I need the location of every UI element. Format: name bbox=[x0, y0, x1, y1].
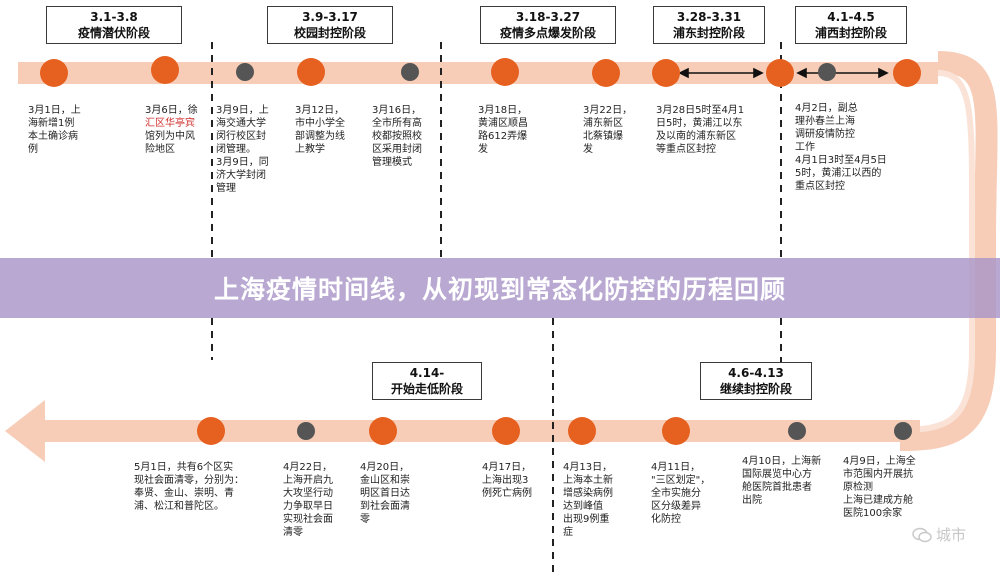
event-note: 3月18日，黄浦区顺昌路612弄爆发 bbox=[478, 105, 528, 155]
right-curve bbox=[899, 51, 998, 451]
lower-dots bbox=[197, 417, 912, 445]
timeline-dot bbox=[297, 58, 325, 86]
phase-date: 4.6-4.13 bbox=[728, 366, 784, 380]
event-note: 3月6日，徐汇区华亭宾馆列为中风险地区 bbox=[145, 105, 198, 155]
wechat-icon bbox=[912, 527, 932, 542]
phase-date: 3.28-3.31 bbox=[676, 10, 742, 24]
upper-dots bbox=[40, 56, 921, 87]
phase-box-outbreak: 3.18-3.27 疫情多点爆发阶段 bbox=[480, 6, 616, 44]
event-note: 3月22日，浦东新区北蔡镇爆发 bbox=[583, 105, 633, 155]
period-arrows bbox=[678, 67, 889, 79]
event-note: 4月9日，上海全市范围内开展抗原检测上海已建成方舱医院100余家 bbox=[843, 456, 916, 519]
event-note: 5月1日，共有6个区实现社会面清零，分别为：奉贤、金山、崇明、青浦、松江和普陀区… bbox=[134, 462, 244, 512]
event-note: 3月9日，上海交通大学闵行校区封闭管理。3月9日，同济大学封闭管理 bbox=[216, 105, 269, 194]
phase-name: 校园封控阶段 bbox=[293, 26, 366, 40]
phase-name: 浦东封控阶段 bbox=[672, 26, 745, 40]
phase-name: 浦西封控阶段 bbox=[814, 26, 887, 40]
timeline-arrowhead bbox=[5, 400, 45, 462]
watermark-text: 城市 bbox=[935, 526, 966, 544]
phase-name: 疫情多点爆发阶段 bbox=[499, 26, 596, 40]
watermark: 城市 bbox=[912, 524, 966, 545]
event-note: 4月10日，上海新国际展览中心方舱医院首批患者出院 bbox=[742, 456, 822, 506]
phase-box-pudong: 3.28-3.31 浦东封控阶段 bbox=[653, 6, 765, 44]
event-note: 4月13日，上海本土新增感染病例达到峰值出现9例重症 bbox=[563, 462, 613, 538]
event-note: 3月16日，全市所有高校都按照校区采用封闭管理模式 bbox=[372, 105, 422, 168]
timeline-dot bbox=[40, 59, 68, 87]
phase-separators bbox=[211, 42, 782, 575]
timeline-dot bbox=[818, 63, 836, 81]
timeline-dot bbox=[401, 63, 419, 81]
event-note: 3月1日，上海新增1例本土确诊病例 bbox=[28, 105, 81, 155]
phase-date: 4.14- bbox=[409, 366, 445, 380]
phase-date: 3.9-3.17 bbox=[302, 10, 358, 24]
phase-box-puxi: 4.1-4.5 浦西封控阶段 bbox=[795, 6, 907, 44]
timeline-dot bbox=[197, 417, 225, 445]
phase-name: 开始走低阶段 bbox=[390, 382, 463, 396]
timeline-dot bbox=[662, 417, 690, 445]
timeline-dot bbox=[151, 56, 179, 84]
timeline-dot bbox=[893, 59, 921, 87]
phase-box-decline: 4.14- 开始走低阶段 bbox=[372, 362, 482, 400]
phase-name: 继续封控阶段 bbox=[719, 382, 792, 396]
timeline-dot bbox=[592, 59, 620, 87]
lower-track bbox=[40, 420, 920, 442]
timeline-dot bbox=[236, 63, 254, 81]
phase-date: 3.1-3.8 bbox=[90, 10, 138, 24]
timeline-dot bbox=[492, 417, 520, 445]
timeline-dot bbox=[894, 422, 912, 440]
event-note: 4月11日，"三区划定"，全市实施分区分级差异化防控 bbox=[651, 462, 711, 525]
phase-name: 疫情潜伏阶段 bbox=[77, 26, 150, 40]
event-note: 3月12日，市中小学全部调整为线上教学 bbox=[295, 105, 345, 155]
event-note: 4月22日，上海开启九大攻坚行动力争取早日实现社会面清零 bbox=[283, 462, 333, 538]
timeline-dot bbox=[766, 59, 794, 87]
phase-box-latent: 3.1-3.8 疫情潜伏阶段 bbox=[46, 6, 182, 44]
timeline-dot bbox=[568, 417, 596, 445]
title-banner: 上海疫情时间线，从初现到常态化防控的历程回顾 bbox=[0, 258, 1000, 318]
timeline-dot bbox=[788, 422, 806, 440]
right-curve-inner bbox=[899, 70, 976, 433]
phase-date: 3.18-3.27 bbox=[515, 10, 581, 24]
phase-box-continued: 4.6-4.13 继续封控阶段 bbox=[700, 362, 812, 400]
timeline-dot bbox=[491, 58, 519, 86]
page-title: 上海疫情时间线，从初现到常态化防控的历程回顾 bbox=[213, 275, 786, 304]
timeline-dot bbox=[297, 422, 315, 440]
timeline-dot bbox=[652, 59, 680, 87]
phase-box-campus: 3.9-3.17 校园封控阶段 bbox=[267, 6, 393, 44]
phase-date: 4.1-4.5 bbox=[827, 10, 875, 24]
event-note: 4月20日，金山区和崇明区首日达到社会面清零 bbox=[360, 462, 410, 525]
timeline-dot bbox=[369, 417, 397, 445]
